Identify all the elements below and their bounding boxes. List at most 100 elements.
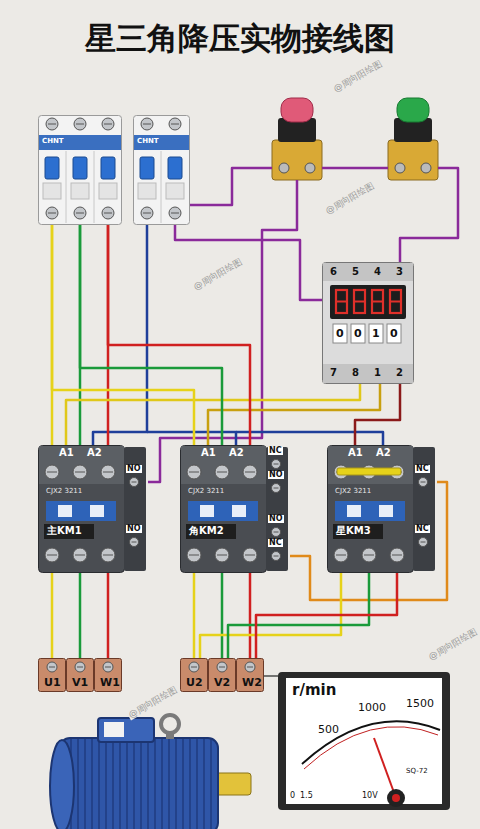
component-label: 8 <box>352 368 359 378</box>
wire-strand <box>249 573 252 658</box>
wire-strand <box>107 573 110 658</box>
circuit-breaker-body <box>38 115 122 225</box>
contactor: A1A2NCNCCJX2 3211星KM3 <box>327 445 437 573</box>
component-label: 0 <box>390 328 398 339</box>
component-label: NO <box>126 525 142 533</box>
start-button-part <box>421 163 431 173</box>
wire <box>66 384 360 445</box>
component-label: 0 <box>290 792 295 800</box>
title: 星三角降压实物接线图 <box>0 18 480 60</box>
component-label: 10V <box>362 792 378 800</box>
control-wire-part <box>93 225 147 445</box>
motor-part <box>50 740 74 829</box>
control-wire-part <box>322 167 388 170</box>
start-button-part <box>397 98 429 122</box>
motor-part <box>104 722 124 737</box>
wire-strand <box>264 675 278 676</box>
wire-strand <box>175 225 322 300</box>
motor-part <box>60 738 218 829</box>
wire <box>200 573 397 658</box>
start-button-part <box>395 163 405 173</box>
component-label: U2 <box>186 677 203 688</box>
contactor: A1A2NCNONONCCJX2 3211角KM2 <box>180 445 290 573</box>
watermark: @周向阳绘图 <box>192 257 245 293</box>
start-button <box>388 98 438 180</box>
component-label: 7 <box>330 368 337 378</box>
contactor-body <box>180 445 290 573</box>
component-label: NC <box>415 465 430 473</box>
component-label: 500 <box>318 724 339 735</box>
motor-part <box>98 718 154 742</box>
stop-button <box>272 98 322 180</box>
component-label: A2 <box>229 448 244 458</box>
component-label: U1 <box>44 677 61 688</box>
wire-strand <box>80 225 222 445</box>
component-label: NO <box>268 471 284 479</box>
wire-strand <box>221 573 224 658</box>
component-label: W1 <box>100 677 120 688</box>
component-label: V1 <box>72 677 88 688</box>
wire-strand <box>193 573 196 658</box>
component-label: NO <box>268 515 284 523</box>
component-label: SQ-72 <box>406 768 428 775</box>
component-label: CJX2 3211 <box>335 488 371 495</box>
component-label: NO <box>126 465 142 473</box>
control-wire-part <box>190 168 272 205</box>
time-relay: 654300107812 <box>322 262 414 384</box>
circuit-breaker-body <box>133 115 190 225</box>
motor-part <box>161 715 179 733</box>
tachometer: r/min10001500500SQ-7201.510V <box>278 672 450 810</box>
component-label: NC <box>268 447 283 455</box>
component-label: NC <box>415 525 430 533</box>
watermark: @周向阳绘图 <box>324 181 377 217</box>
watermark: @周向阳绘图 <box>127 685 180 721</box>
component-label: A2 <box>87 448 102 458</box>
wire-strand <box>355 384 400 445</box>
component-label: 1 <box>374 368 381 378</box>
wire <box>264 676 278 677</box>
component-label: CJX2 3211 <box>46 488 82 495</box>
component-label: 2 <box>396 368 403 378</box>
component-label: A2 <box>376 448 391 458</box>
component-label: r/min <box>292 683 336 698</box>
component-label: 0 <box>336 328 344 339</box>
motor <box>50 715 251 829</box>
component-label: A1 <box>348 448 363 458</box>
component-label: 1 <box>372 328 380 339</box>
watermark: @周向阳绘图 <box>332 59 385 95</box>
component-label: CJX2 3211 <box>188 488 224 495</box>
component-label: NC <box>268 539 283 547</box>
contactor: A1A2NONOCJX2 3211主KM1 <box>38 445 148 573</box>
control-wire-part <box>400 168 458 262</box>
motor-part <box>215 773 251 795</box>
component-label: 角KM2 <box>189 526 224 536</box>
component-label: 0 <box>354 328 362 339</box>
component-label: 1500 <box>406 698 434 709</box>
component-label: A1 <box>59 448 74 458</box>
component-label: 6 <box>330 267 337 277</box>
watermark: @周向阳绘图 <box>427 627 480 663</box>
terminal-block: U1 V1 W1 <box>38 658 122 692</box>
start-button-part <box>388 140 438 180</box>
component-label: V2 <box>214 677 230 688</box>
circuit-breaker: CHNT <box>133 115 190 225</box>
stop-button-part <box>305 163 315 173</box>
wire-strand <box>79 573 82 658</box>
wire <box>52 573 108 658</box>
component-label: W2 <box>242 677 262 688</box>
motor-part <box>166 731 174 739</box>
wire <box>355 384 400 445</box>
terminal-block: U2 V2 W2 <box>180 658 264 692</box>
control-wire <box>93 168 458 600</box>
wire-strand <box>66 384 360 445</box>
stop-button-part <box>281 98 313 122</box>
circuit-breaker: CHNT <box>38 115 122 225</box>
control-wire-part <box>236 432 383 445</box>
time-relay-body <box>322 262 414 384</box>
stop-button-part <box>279 163 289 173</box>
stop-button-part <box>272 140 322 180</box>
component-label: 4 <box>374 267 381 277</box>
component-label: CHNT <box>137 138 159 145</box>
component-label: 1000 <box>358 702 386 713</box>
